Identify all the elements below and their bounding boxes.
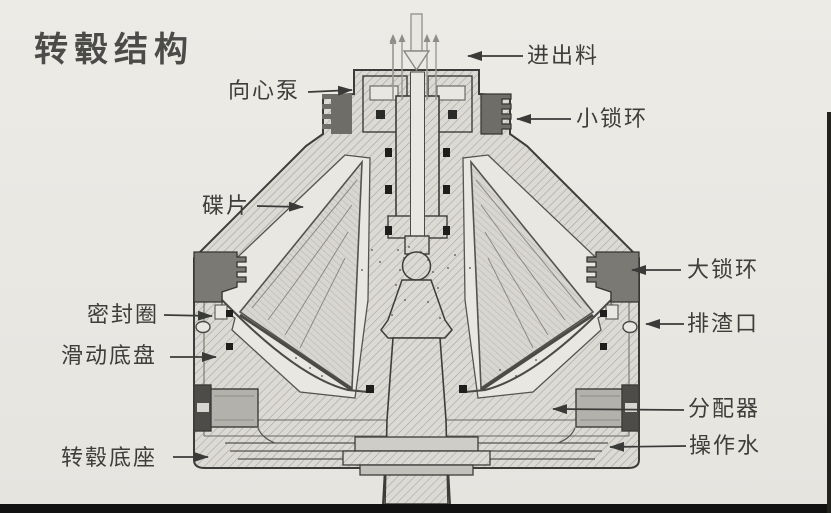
label-operating-water: 操作水 (689, 433, 762, 458)
feed-tube-assembly (362, 71, 473, 246)
sliding-plate-contours (221, 299, 612, 393)
label-slag-outlet: 排渣口 (687, 311, 760, 336)
disc-stack (238, 159, 595, 392)
leader-seal-ring (163, 310, 213, 321)
label-centripetal-pump: 向心泵 (228, 78, 301, 103)
leader-arrows (163, 51, 687, 462)
flow-down-arrow (402, 13, 431, 72)
photo-edge-right (827, 112, 831, 513)
small-lock-ring-left (322, 94, 352, 134)
bolt-right (575, 384, 640, 432)
photo-edge-bottom (0, 504, 831, 513)
leader-disc (256, 201, 304, 212)
bottom-collar-plates (342, 436, 491, 476)
leader-centripetal-pump (307, 85, 353, 96)
large-lock-ring-right (586, 251, 640, 303)
bolt-left (193, 384, 259, 432)
large-lock-ring-left (193, 251, 247, 303)
label-small-lock-ring: 小锁环 (576, 106, 649, 131)
stipple-dots (295, 246, 537, 377)
tube-seals (385, 148, 450, 235)
label-large-lock-ring: 大锁环 (687, 257, 760, 282)
label-distributor: 分配器 (688, 396, 761, 421)
leader-operating-water (609, 441, 687, 452)
flow-up-arrows (389, 34, 440, 100)
page-title: 转毂结构 (34, 31, 194, 69)
leader-distributor (552, 404, 685, 415)
label-drum-base: 转毂底座 (61, 445, 158, 470)
label-disc: 碟片 (202, 193, 251, 218)
small-lock-ring-right (480, 93, 512, 135)
seal-and-slag-details (195, 304, 638, 350)
label-seal-ring: 密封圈 (87, 302, 160, 327)
label-sliding-base-plate: 滑动底盘 (61, 343, 158, 368)
label-inlet-outlet: 进出料 (527, 43, 600, 68)
